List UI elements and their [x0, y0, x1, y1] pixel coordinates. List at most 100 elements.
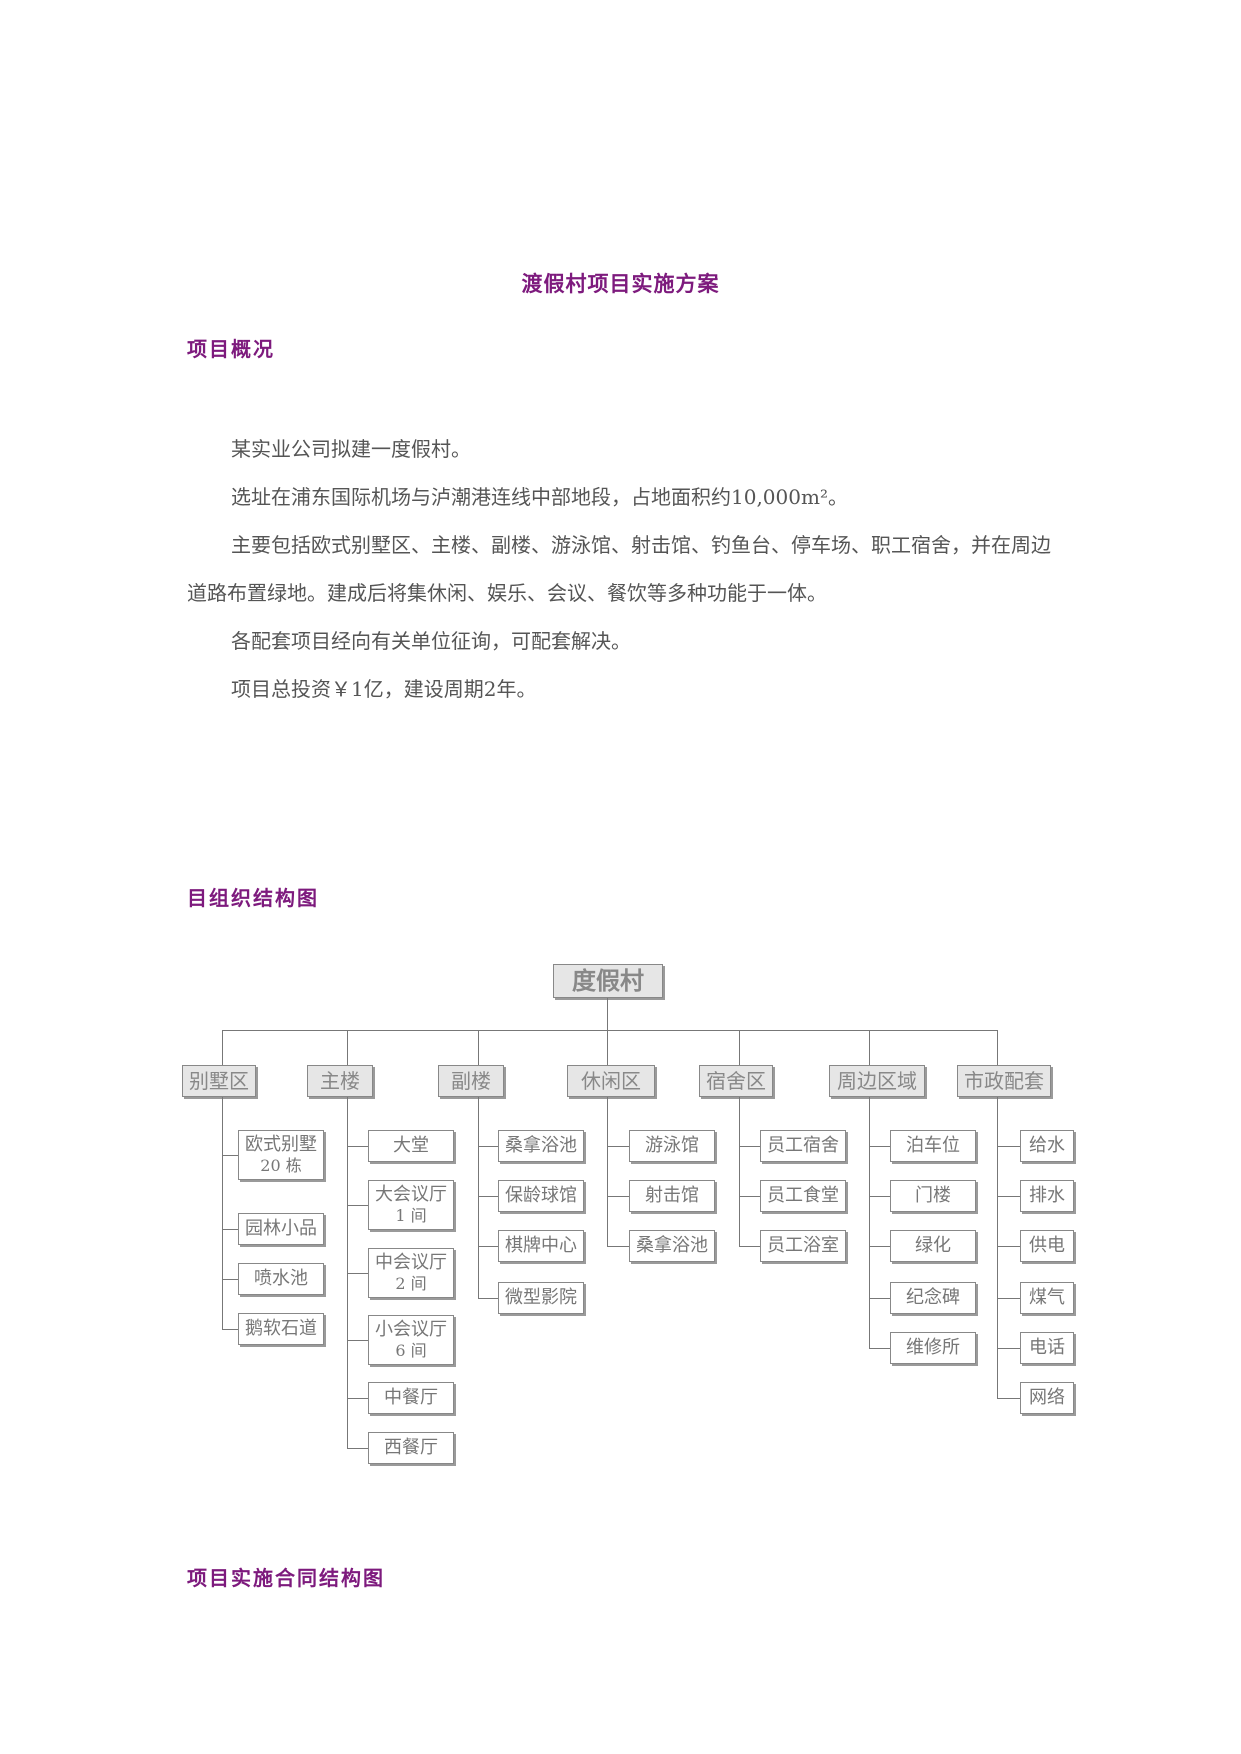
- node-label: 2 间: [395, 1274, 427, 1293]
- node-label: 桑拿浴池: [505, 1135, 577, 1156]
- org-item-node: 绿化: [890, 1230, 976, 1262]
- org-item-node: 射击馆: [629, 1180, 715, 1212]
- connector-line: [869, 1246, 890, 1247]
- org-item-node: 员工浴室: [760, 1230, 846, 1262]
- node-label: 棋牌中心: [505, 1235, 577, 1256]
- connector-line: [347, 1146, 368, 1147]
- node-label: 小会议厅: [375, 1319, 447, 1340]
- connector-line: [997, 1246, 1020, 1247]
- node-label: 20 栋: [260, 1156, 302, 1175]
- connector-line: [739, 1246, 760, 1247]
- connector-line: [478, 1298, 498, 1299]
- connector-line: [607, 1030, 608, 1065]
- node-label: 绿化: [915, 1235, 951, 1256]
- connector-line: [869, 1298, 890, 1299]
- connector-line: [869, 1348, 890, 1349]
- connector-line: [607, 1196, 629, 1197]
- org-item-node: 桑拿浴池: [629, 1230, 715, 1262]
- org-item-node: 中餐厅: [368, 1382, 454, 1414]
- org-item-node: 员工宿舍: [760, 1130, 846, 1162]
- connector-line: [869, 1196, 890, 1197]
- connector-line: [347, 1030, 348, 1065]
- org-category-node: 主楼: [307, 1065, 373, 1097]
- connector-line: [997, 1398, 1020, 1399]
- paragraph: 项目总投资￥1亿，建设周期2年。: [231, 677, 537, 701]
- paragraph: 各配套项目经向有关单位征询，可配套解决。: [231, 629, 631, 653]
- org-item-node: 维修所: [890, 1332, 976, 1364]
- node-label: 门楼: [915, 1185, 951, 1206]
- connector-line: [739, 1030, 740, 1065]
- connector-line: [478, 1097, 479, 1298]
- node-label: 微型影院: [505, 1287, 577, 1308]
- connector-line: [997, 1146, 1020, 1147]
- org-item-node: 门楼: [890, 1180, 976, 1212]
- org-item-node: 微型影院: [498, 1282, 584, 1314]
- org-item-node: 桑拿浴池: [498, 1130, 584, 1162]
- node-label: 给水: [1029, 1135, 1065, 1156]
- node-label: 大堂: [393, 1135, 429, 1156]
- org-root-node: 度假村: [553, 964, 663, 998]
- org-item-node: 园林小品: [238, 1213, 324, 1245]
- connector-line: [347, 1205, 368, 1206]
- node-label: 网络: [1029, 1387, 1065, 1408]
- connector-line: [347, 1448, 368, 1449]
- connector-line: [739, 1196, 760, 1197]
- node-label: 中餐厅: [384, 1387, 438, 1408]
- node-label: 员工宿舍: [767, 1135, 839, 1156]
- connector-line: [997, 1097, 998, 1398]
- connector-line: [869, 1030, 870, 1065]
- connector-line: [478, 1196, 498, 1197]
- connector-line: [222, 1329, 238, 1330]
- org-category-node: 别墅区: [182, 1065, 256, 1097]
- node-label: 大会议厅: [375, 1184, 447, 1205]
- node-label: 保龄球馆: [505, 1185, 577, 1206]
- org-category-node: 休闲区: [567, 1065, 655, 1097]
- org-item-node: 泊车位: [890, 1130, 976, 1162]
- org-item-node: 煤气: [1020, 1282, 1074, 1314]
- node-label: 欧式别墅: [245, 1134, 317, 1155]
- paragraph: 某实业公司拟建一度假村。: [231, 437, 471, 461]
- node-label: 纪念碑: [906, 1287, 960, 1308]
- connector-line: [347, 1398, 368, 1399]
- connector-line: [222, 1030, 998, 1031]
- connector-line: [607, 1246, 629, 1247]
- node-label: 园林小品: [245, 1218, 317, 1239]
- node-label: 市政配套: [964, 1069, 1044, 1093]
- node-label: 桑拿浴池: [636, 1235, 708, 1256]
- node-label: 6 间: [395, 1341, 427, 1360]
- connector-line: [869, 1097, 870, 1348]
- node-label: 电话: [1029, 1337, 1065, 1358]
- org-item-node: 棋牌中心: [498, 1230, 584, 1262]
- connector-line: [997, 1348, 1020, 1349]
- node-label: 主楼: [320, 1069, 360, 1093]
- connector-line: [739, 1146, 760, 1147]
- org-item-node: 电话: [1020, 1332, 1074, 1364]
- section-heading-overview: 项目概况: [187, 337, 275, 361]
- document-title: 渡假村项目实施方案: [521, 272, 720, 296]
- org-category-node: 副楼: [438, 1065, 504, 1097]
- node-label: 员工食堂: [767, 1185, 839, 1206]
- connector-line: [222, 1030, 223, 1065]
- connector-line: [222, 1279, 238, 1280]
- org-category-node: 市政配套: [957, 1065, 1051, 1097]
- node-label: 射击馆: [645, 1185, 699, 1206]
- org-item-node: 游泳馆: [629, 1130, 715, 1162]
- node-label: 鹅软石道: [245, 1318, 317, 1339]
- org-item-node: 员工食堂: [760, 1180, 846, 1212]
- node-label: 西餐厅: [384, 1437, 438, 1458]
- node-label: 维修所: [906, 1337, 960, 1358]
- node-label: 1 间: [395, 1206, 427, 1225]
- connector-line: [607, 1146, 629, 1147]
- node-label: 中会议厅: [375, 1252, 447, 1273]
- connector-line: [347, 1340, 368, 1341]
- node-label: 泊车位: [906, 1135, 960, 1156]
- section-heading-org-chart: 目组织结构图: [187, 886, 319, 910]
- section-heading-contract-chart: 项目实施合同结构图: [187, 1566, 385, 1590]
- node-label: 副楼: [451, 1069, 491, 1093]
- org-item-node: 鹅软石道: [238, 1313, 324, 1345]
